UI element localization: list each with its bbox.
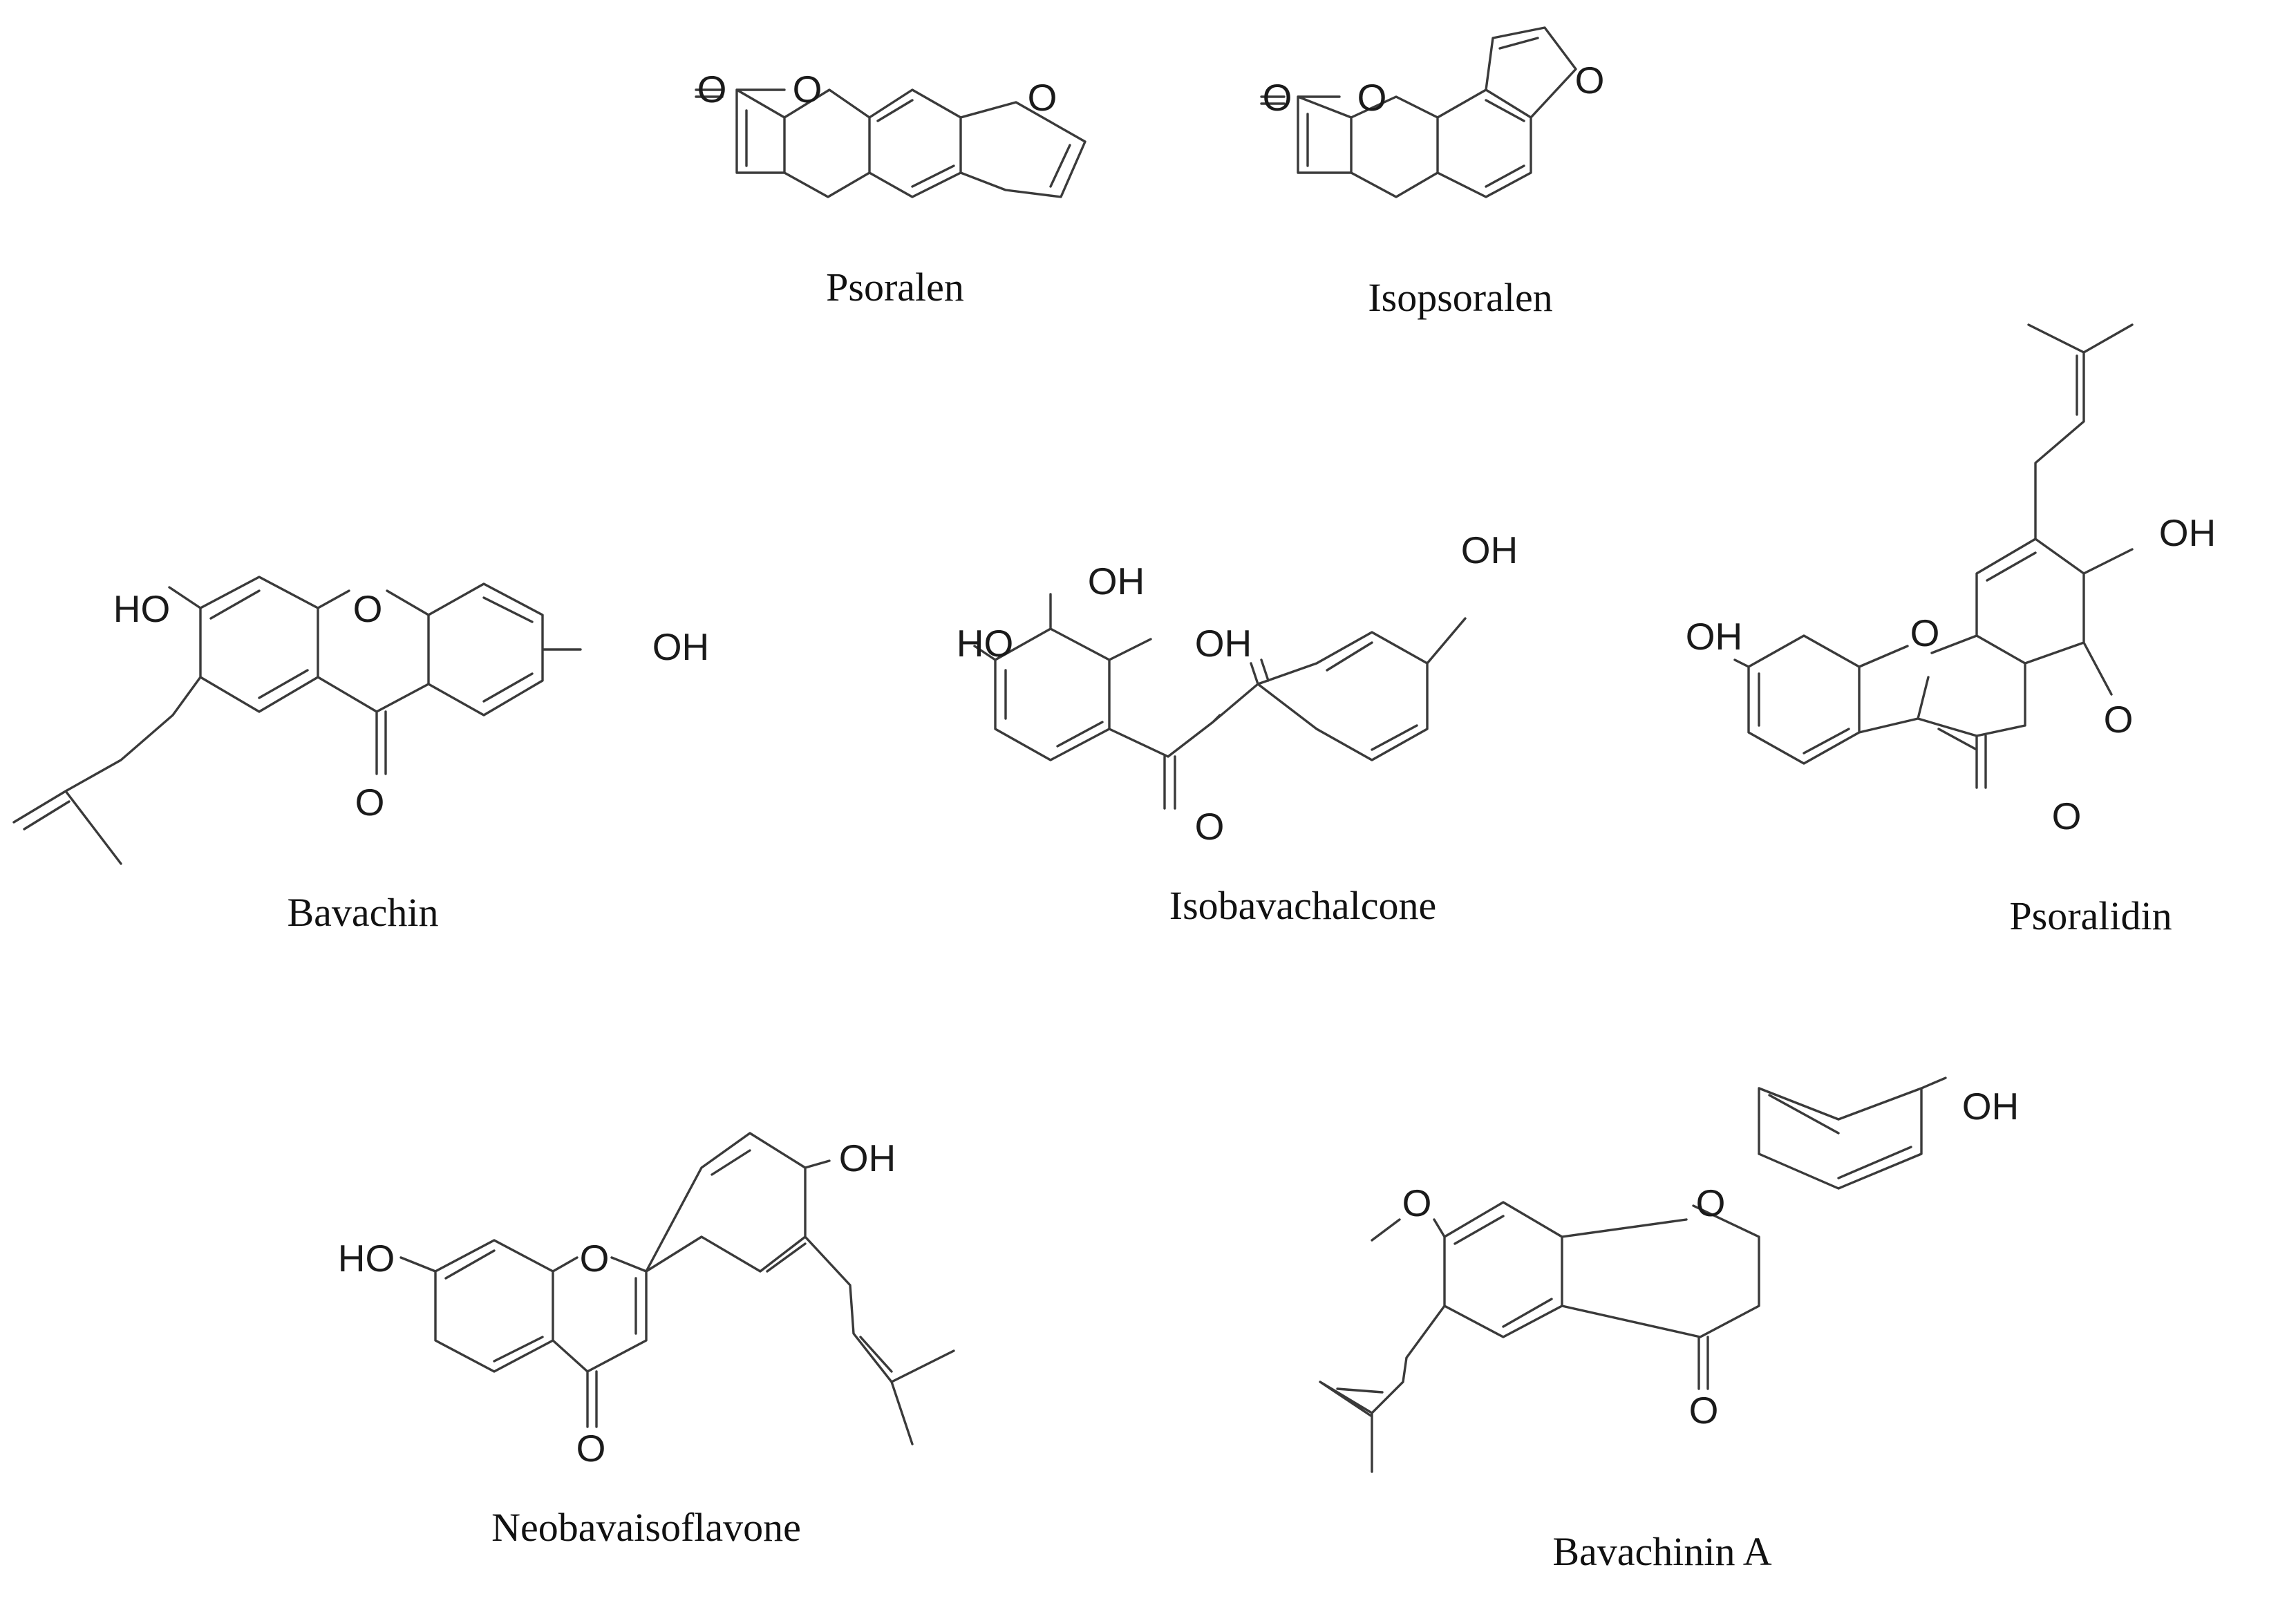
neobavaisoflavone-atom-oh: OH — [839, 1137, 896, 1179]
compound-name-neobavaisoflavone: Neobavaisoflavone — [491, 1505, 801, 1550]
isobavachalcone-structure: OH OH HO OH O Isobavachalcone — [957, 529, 1518, 928]
isopsoralen-atom-o2: O — [1357, 76, 1387, 119]
bavachin-atom-ho: HO — [113, 587, 171, 630]
isobavachalcone-atom-oh-mid: OH — [1195, 622, 1252, 665]
psoralen-structure: O O O Psoralen — [695, 68, 1086, 310]
isopsoralen-atom-o1: O — [1263, 76, 1292, 119]
isopsoralen-atom-o3: O — [1575, 59, 1605, 102]
bavachin-atom-o-carbonyl: O — [355, 781, 385, 824]
bavachin-atom-o-ring: O — [353, 587, 383, 630]
isobavachalcone-atom-ho: HO — [957, 622, 1014, 665]
isobavachalcone-atom-o-carbonyl: O — [1195, 805, 1225, 848]
bavachin-structure: HO O OH O Bavachin — [12, 576, 710, 935]
psoralidin-atom-oh-right: OH — [2159, 511, 2217, 554]
compound-name-bavachinin-a: Bavachinin A — [1552, 1529, 1771, 1574]
bavachin-atom-oh: OH — [652, 625, 710, 668]
neobavaisoflavone-structure: OH HO O O Neobavaisoflavone — [338, 1132, 955, 1550]
psoralidin-atom-o-furan: O — [1910, 611, 1940, 654]
bavachinin-atom-o-carbonyl: O — [1689, 1389, 1719, 1432]
isobavachalcone-atom-oh-right: OH — [1461, 529, 1518, 571]
psoralidin-atom-oh-left: OH — [1686, 615, 1743, 658]
psoralen-atom-o3: O — [1028, 76, 1057, 119]
bavachinin-atom-oh: OH — [1962, 1085, 2020, 1128]
bavachinin-atom-o-methoxy: O — [1402, 1182, 1432, 1224]
psoralidin-atom-o-carbonyl: O — [2052, 795, 2082, 837]
psoralidin-atom-o-lactone: O — [2104, 698, 2134, 741]
isopsoralen-structure: O O O Isopsoralen — [1260, 26, 1605, 320]
neobavaisoflavone-atom-o-carbonyl: O — [576, 1427, 606, 1470]
compound-name-bavachin: Bavachin — [287, 890, 438, 935]
compound-name-psoralen: Psoralen — [826, 265, 964, 310]
bavachinin-atom-o-ring: O — [1696, 1182, 1726, 1224]
psoralen-atom-o1: O — [697, 68, 727, 111]
neobavaisoflavone-atom-ho: HO — [338, 1237, 395, 1280]
neobavaisoflavone-atom-o-ring: O — [580, 1237, 610, 1280]
compound-name-isopsoralen: Isopsoralen — [1368, 275, 1552, 320]
psoralidin-structure: OH OH O O O Psoralidin — [1686, 323, 2217, 938]
isobavachalcone-atom-oh-top: OH — [1088, 560, 1145, 603]
compound-name-psoralidin: Psoralidin — [2009, 893, 2172, 938]
psoralen-atom-o2: O — [793, 68, 822, 111]
compound-name-isobavachalcone: Isobavachalcone — [1169, 883, 1436, 928]
bavachinin-a-structure: OH O O O Bavachinin A — [1319, 1076, 2020, 1574]
